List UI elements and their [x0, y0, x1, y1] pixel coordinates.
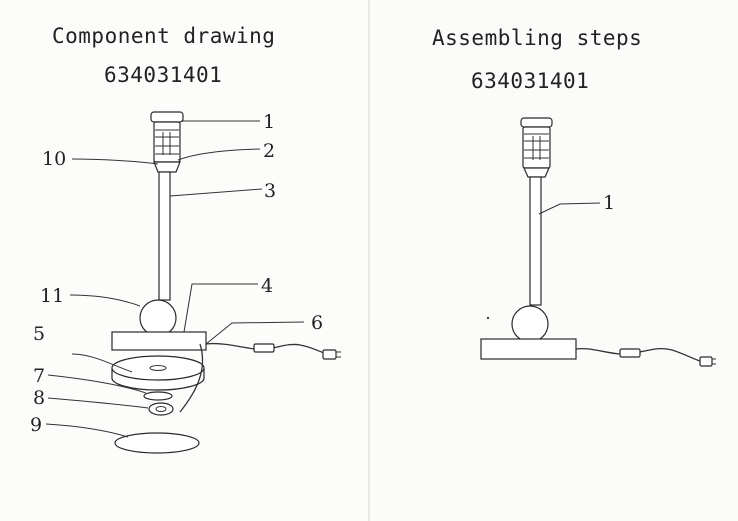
power-plug: [322, 349, 337, 360]
callout-2: 2: [263, 140, 275, 162]
callout-9: 9: [30, 414, 42, 436]
washer: [143, 391, 173, 401]
callout-6: 6: [311, 312, 323, 334]
assembling-model-number: 634031401: [471, 69, 590, 93]
callout-7: 7: [33, 365, 45, 387]
callout-10: 10: [42, 148, 66, 170]
assembling-steps-title: Assembling steps: [432, 26, 643, 50]
felt-pad: [114, 432, 200, 454]
right-page: [369, 0, 738, 521]
callout-8: 8: [33, 387, 45, 409]
callout-11: 11: [40, 285, 64, 307]
lamp-stem: [158, 171, 171, 301]
exploded-lamp-drawing: 1 2 3 4 5 6 7 8 9 10 11: [30, 111, 341, 454]
callout-3: 3: [264, 180, 276, 202]
left-page: [0, 0, 369, 521]
callout-1: 1: [263, 111, 275, 133]
nut: [148, 402, 174, 416]
power-cord: [205, 342, 333, 357]
component-drawing-title: Component drawing: [52, 24, 276, 48]
decorative-ball: [139, 299, 177, 337]
assembled-lamp-drawing: 1: [480, 117, 716, 367]
page-fold: [368, 0, 370, 521]
cord-switch: [253, 343, 275, 353]
base-block: [111, 331, 207, 351]
round-base: [111, 355, 205, 391]
assembly-callout-1: 1: [603, 192, 615, 214]
socket-ring: [153, 161, 181, 173]
lamp-socket: [150, 111, 184, 163]
callout-4: 4: [261, 275, 273, 297]
callout-5: 5: [33, 323, 45, 345]
component-model-number: 634031401: [104, 63, 223, 87]
